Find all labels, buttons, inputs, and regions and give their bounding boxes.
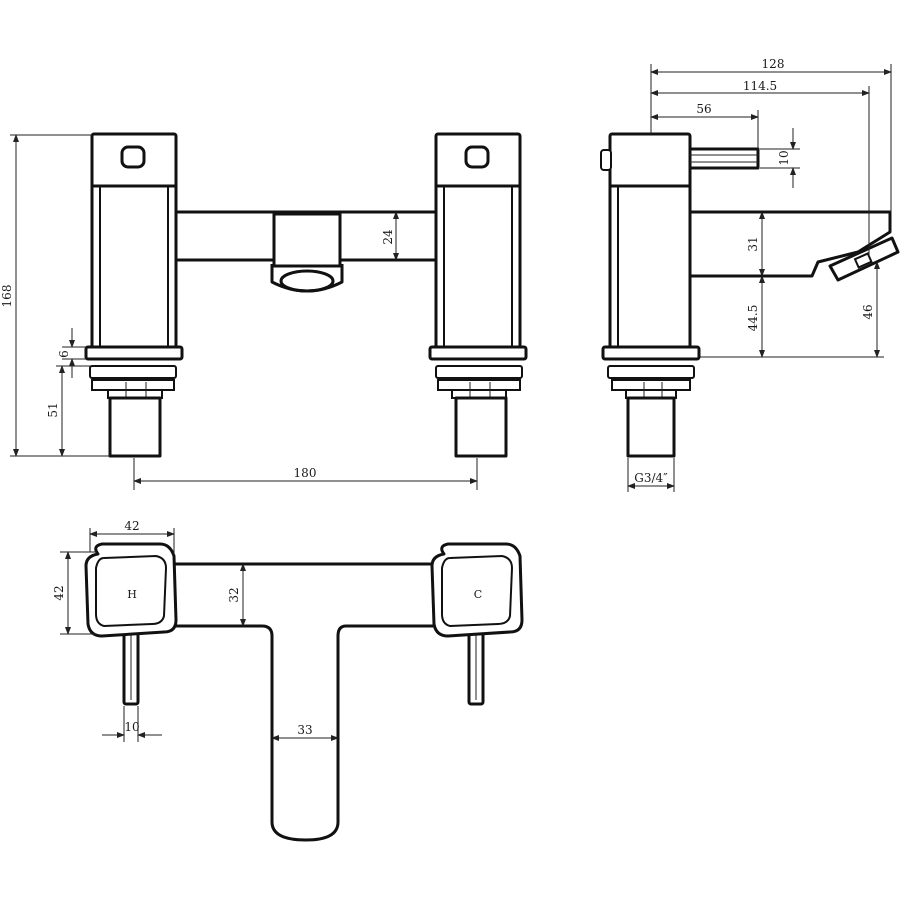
dim-outlet-clearance-label: 46 <box>861 304 875 319</box>
cold-indicator-icon <box>464 145 490 169</box>
dim-shank-length-label: 51 <box>46 402 60 417</box>
dim-body-width-label: 42 <box>124 519 139 533</box>
left-shank <box>108 396 162 458</box>
dim-spout-clearance: 44.5 <box>700 275 780 358</box>
dim-spout-height: 31 <box>746 211 765 277</box>
dim-overall-depth: 128 <box>650 57 892 212</box>
dim-body-width: 42 <box>89 519 175 554</box>
side-view: 128 114.5 56 10 31 <box>600 57 900 492</box>
left-pillar <box>84 132 184 458</box>
side-flange <box>601 345 701 361</box>
right-pillar <box>428 132 528 458</box>
dim-thread-label: G3/4″ <box>634 471 668 485</box>
dim-thread: G3/4″ <box>627 458 675 492</box>
plan-bridge-spout <box>172 562 440 842</box>
dim-spout-width-label: 33 <box>297 723 312 737</box>
dim-bridge-height-label: 24 <box>381 229 395 245</box>
right-flange <box>428 345 528 361</box>
side-lever <box>688 147 760 170</box>
dim-spout-reach: 114.5 <box>650 79 870 258</box>
front-view: 168 6 51 24 180 <box>0 132 528 490</box>
cold-label: C <box>474 588 482 601</box>
front-spout-aerator <box>279 269 335 293</box>
side-spout-outlet <box>828 236 900 282</box>
dim-lever-diameter-label: 10 <box>777 150 791 165</box>
dim-handle-depth: 56 <box>650 102 759 149</box>
right-shank <box>454 396 508 458</box>
dim-bridge-height: 24 <box>381 211 399 261</box>
side-spout <box>688 210 892 278</box>
dim-flange-thickness-label: 6 <box>57 350 71 358</box>
dim-body-depth-label: 42 <box>52 585 66 600</box>
dim-spout-height-label: 31 <box>746 236 760 251</box>
dim-flange-thickness: 6 <box>57 328 86 378</box>
hot-indicator-icon <box>120 145 146 169</box>
dim-lever-diameter: 10 <box>760 128 800 188</box>
dim-overall-depth-label: 128 <box>762 57 785 71</box>
plan-view: H C 42 42 32 10 <box>52 519 524 842</box>
dim-body-depth: 42 <box>52 551 96 635</box>
side-body <box>608 132 692 350</box>
side-shank <box>626 396 676 458</box>
dim-spout-reach-label: 114.5 <box>743 79 777 93</box>
dim-lever-width-label: 10 <box>124 720 139 734</box>
left-flange <box>84 345 184 361</box>
dim-centres: 180 <box>133 458 478 490</box>
dim-handle-depth-label: 56 <box>696 102 711 116</box>
cold-body-plan <box>430 542 524 638</box>
dim-lever-width: 10 <box>102 706 162 742</box>
dim-spout-width: 33 <box>271 723 339 741</box>
dim-shank-length: 51 <box>46 365 90 457</box>
dim-bridge-depth-label: 32 <box>227 587 241 602</box>
dim-overall-height-label: 168 <box>0 285 14 308</box>
dim-overall-height: 168 <box>0 134 110 457</box>
front-spout-block <box>272 212 342 268</box>
dim-centres-label: 180 <box>294 466 317 480</box>
dim-outlet-clearance: 46 <box>780 261 884 358</box>
hot-label: H <box>127 588 137 601</box>
dim-spout-clearance-label: 44.5 <box>746 305 760 332</box>
hot-body-plan <box>84 542 178 638</box>
dim-bridge-depth: 32 <box>227 563 246 627</box>
